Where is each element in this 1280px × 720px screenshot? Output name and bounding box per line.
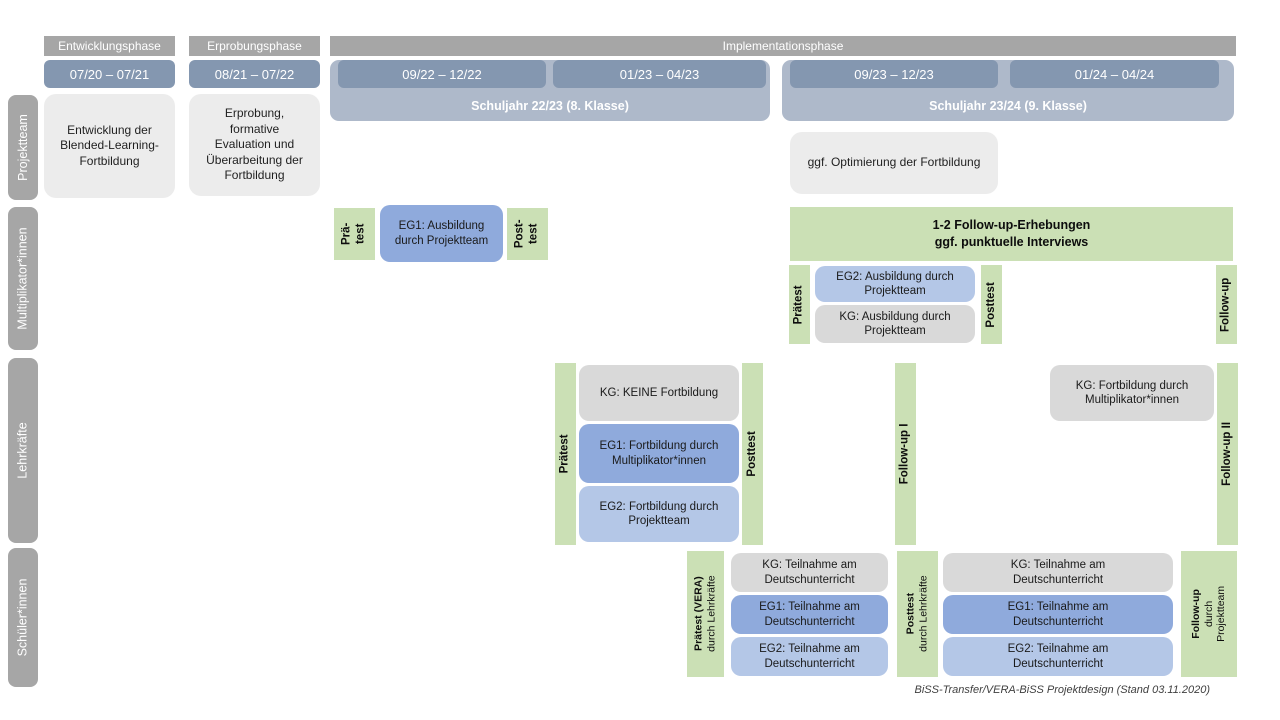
strip-lehrkraefte-followup2-text: Follow-up II — [1220, 422, 1233, 486]
box-kg-keine-fortbildung: KG: KEINE Fortbildung — [579, 365, 739, 421]
box-eg2-fortbildung-projektteam: EG2: Fortbildung durch Projektteam — [579, 486, 739, 542]
row-label-lehrkraefte: Lehrkräfte — [8, 358, 38, 543]
strip-lehrkraefte-praetest: Prätest — [555, 363, 576, 545]
box-optimierung-fortbildung: ggf. Optimierung der Fortbildung — [790, 132, 998, 194]
strip-multiplikator-followup: Follow-up — [1216, 265, 1237, 344]
box-kg-fortbildung-multiplikatoren-text: KG: Fortbildung durch Multiplikator*inne… — [1075, 379, 1189, 406]
box-optimierung-fortbildung-text: ggf. Optimierung der Fortbildung — [807, 155, 981, 170]
box-eg2-teilnahme-1: EG2: Teilnahme am Deutschunterricht — [731, 637, 888, 676]
praetest-line1: Prä- — [340, 222, 353, 246]
strip-multiplikator-posttest-2: Posttest — [981, 265, 1002, 344]
box-eg2-ausbildung-projektteam-text: EG2: Ausbildung durch Projektteam — [836, 270, 954, 297]
box-eg1-fortbildung-multiplikatoren: EG1: Fortbildung durch Multiplikator*inn… — [579, 424, 739, 483]
box-eg2-fortbildung-projektteam-text: EG2: Fortbildung durch Projektteam — [599, 500, 719, 527]
school-year-22-23-label: Schuljahr 22/23 (8. Klasse) — [471, 99, 629, 113]
box-eg2-teilnahme-2-text: EG2: Teilnahme am Deutschunterricht — [1007, 643, 1109, 670]
box-entwicklung-fortbildung-text: Entwicklung der Blended-Learning-Fortbil… — [60, 122, 159, 168]
strip-lehrkraefte-followup1-text: Follow-up I — [898, 423, 911, 485]
banner-followup-line2: ggf. punktuelle Interviews — [934, 235, 1089, 249]
box-eg1-teilnahme-2-text: EG1: Teilnahme am Deutschunterricht — [1007, 601, 1109, 628]
banner-followup-erhebungen: 1-2 Follow-up-Erhebungen ggf. punktuelle… — [790, 207, 1233, 261]
posttest-line1: Post- — [513, 219, 526, 249]
schueler-posttest-line2: durch Lehrkräfte — [917, 575, 930, 653]
date-pill-0720-0721-label: 07/20 – 07/21 — [69, 66, 150, 82]
box-kg-teilnahme-1: KG: Teilnahme am Deutschunterricht — [731, 553, 888, 592]
phase-header-erprobung-label: Erprobungsphase — [207, 39, 302, 53]
strip-schueler-followup: Follow-up durch Projektteam — [1181, 551, 1237, 677]
box-kg-teilnahme-2-text: KG: Teilnahme am Deutschunterricht — [1010, 559, 1106, 586]
box-kg-keine-fortbildung-text: KG: KEINE Fortbildung — [599, 386, 719, 399]
date-pill-0123-0423: 01/23 – 04/23 — [553, 60, 766, 88]
date-pill-0922-1222: 09/22 – 12/22 — [338, 60, 546, 88]
schueler-praetest-line1: Prätest (VERA) — [692, 576, 705, 652]
school-year-23-24-label: Schuljahr 23/24 (9. Klasse) — [929, 99, 1087, 113]
posttest-line2: test — [527, 223, 540, 245]
diagram-caption: BiSS-Transfer/VERA-BiSS Projektdesign (S… — [914, 684, 1210, 696]
strip-schueler-praetest-vera-text: Prätest (VERA) durch Lehrkräfte — [693, 576, 718, 652]
schueler-followup-line1: Follow-up — [1190, 589, 1203, 639]
strip-multiplikator-praetest-1: Prä- test — [334, 208, 375, 260]
strip-lehrkraefte-posttest-text: Posttest — [745, 431, 758, 477]
phase-header-entwicklung-label: Entwicklungsphase — [58, 39, 161, 53]
row-label-schueler-text: Schüler*innen — [15, 578, 30, 657]
date-pill-0821-0722-label: 08/21 – 07/22 — [214, 66, 295, 82]
box-eg1-teilnahme-2: EG1: Teilnahme am Deutschunterricht — [943, 595, 1173, 634]
date-pill-0923-1223: 09/23 – 12/23 — [790, 60, 998, 88]
date-pill-0720-0721: 07/20 – 07/21 — [44, 60, 175, 88]
strip-multiplikator-posttest-1-text: Post- test — [514, 220, 542, 249]
phase-header-entwicklung: Entwicklungsphase — [44, 36, 175, 56]
row-label-lehrkraefte-text: Lehrkräfte — [15, 422, 30, 479]
date-pill-0821-0722: 08/21 – 07/22 — [189, 60, 320, 88]
date-pill-0123-0423-label: 01/23 – 04/23 — [619, 66, 700, 82]
box-kg-ausbildung-projektteam-text: KG: Ausbildung durch Projektteam — [839, 310, 951, 337]
date-pill-0922-1222-label: 09/22 – 12/22 — [402, 66, 482, 82]
strip-schueler-followup-text: Follow-up durch Projektteam — [1190, 586, 1228, 642]
strip-multiplikator-praetest-1-text: Prä- test — [341, 223, 369, 245]
box-erprobung-evaluation-text: Erprobung, formative Evaluation und Über… — [206, 106, 303, 183]
strip-multiplikator-followup-text: Follow-up — [1219, 277, 1232, 332]
strip-multiplikator-posttest-1: Post- test — [507, 208, 548, 260]
box-eg2-teilnahme-1-text: EG2: Teilnahme am Deutschunterricht — [759, 643, 860, 670]
box-erprobung-evaluation: Erprobung, formative Evaluation und Über… — [189, 94, 320, 196]
phase-header-erprobung: Erprobungsphase — [189, 36, 320, 56]
strip-schueler-posttest-text: Posttest durch Lehrkräfte — [905, 576, 930, 652]
date-pill-0124-0424-label: 01/24 – 04/24 — [1074, 66, 1155, 82]
schueler-posttest-line1: Posttest — [904, 593, 917, 635]
date-pill-0124-0424: 01/24 – 04/24 — [1010, 60, 1219, 88]
box-kg-ausbildung-projektteam: KG: Ausbildung durch Projektteam — [815, 305, 975, 343]
strip-lehrkraefte-praetest-text: Prätest — [558, 434, 571, 474]
box-kg-teilnahme-2: KG: Teilnahme am Deutschunterricht — [943, 553, 1173, 592]
phase-header-implementation: Implementationsphase — [330, 36, 1236, 56]
row-label-projektteam: Projektteam — [8, 95, 38, 200]
date-pill-0923-1223-label: 09/23 – 12/23 — [854, 66, 934, 82]
strip-multiplikator-posttest-2-text: Posttest — [984, 281, 997, 328]
strip-lehrkraefte-followup2: Follow-up II — [1217, 363, 1238, 545]
box-eg1-ausbildung-projektteam-text: EG1: Ausbildung durch Projektteam — [394, 220, 489, 247]
box-eg1-fortbildung-multiplikatoren-text: EG1: Fortbildung durch Multiplikator*inn… — [599, 440, 719, 467]
row-label-multiplikatoren-text: Multiplikator*innen — [15, 227, 30, 330]
box-kg-teilnahme-1-text: KG: Teilnahme am Deutschunterricht — [762, 559, 857, 586]
strip-multiplikator-praetest-2: Prätest — [789, 265, 810, 344]
box-eg1-ausbildung-projektteam: EG1: Ausbildung durch Projektteam — [380, 205, 503, 262]
row-label-multiplikatoren: Multiplikator*innen — [8, 207, 38, 350]
box-eg1-teilnahme-1-text: EG1: Teilnahme am Deutschunterricht — [759, 601, 860, 628]
praetest-line2: test — [354, 223, 367, 245]
box-kg-fortbildung-multiplikatoren: KG: Fortbildung durch Multiplikator*inne… — [1050, 365, 1214, 421]
strip-schueler-posttest: Posttest durch Lehrkräfte — [897, 551, 938, 677]
schueler-followup-line3: Projektteam — [1215, 585, 1228, 643]
box-entwicklung-fortbildung: Entwicklung der Blended-Learning-Fortbil… — [44, 94, 175, 198]
banner-followup-line1: 1-2 Follow-up-Erhebungen — [932, 217, 1091, 232]
row-label-schueler: Schüler*innen — [8, 548, 38, 687]
row-label-projektteam-text: Projektteam — [15, 114, 30, 181]
schueler-praetest-line2: durch Lehrkräfte — [705, 575, 718, 653]
strip-lehrkraefte-followup1: Follow-up I — [895, 363, 916, 545]
box-eg2-ausbildung-projektteam: EG2: Ausbildung durch Projektteam — [815, 266, 975, 302]
strip-multiplikator-praetest-2-text: Prätest — [792, 284, 805, 324]
box-eg1-teilnahme-1: EG1: Teilnahme am Deutschunterricht — [731, 595, 888, 634]
strip-schueler-praetest-vera: Prätest (VERA) durch Lehrkräfte — [687, 551, 724, 677]
box-eg2-teilnahme-2: EG2: Teilnahme am Deutschunterricht — [943, 637, 1173, 676]
phase-header-implementation-label: Implementationsphase — [722, 39, 844, 53]
strip-lehrkraefte-posttest: Posttest — [742, 363, 763, 545]
schueler-followup-line2: durch — [1202, 600, 1215, 628]
